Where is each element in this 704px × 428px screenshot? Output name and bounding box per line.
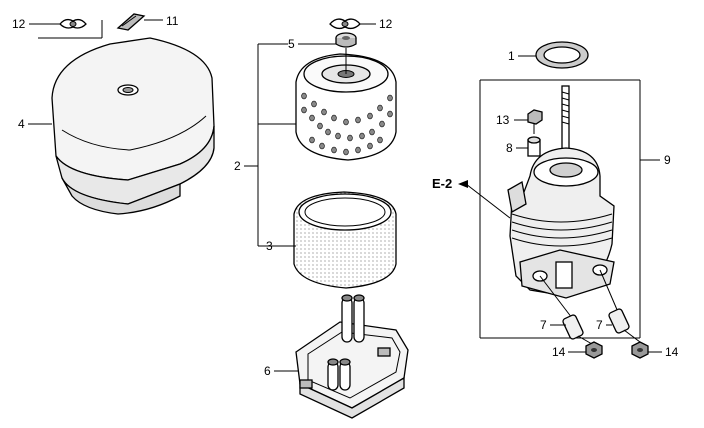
callout-1-label: 1 xyxy=(508,49,515,63)
callout-4-label: 4 xyxy=(18,117,25,131)
ref-e2-arrow: E-2 xyxy=(432,176,511,219)
air-cleaner-cover xyxy=(51,37,215,215)
bracket-9 xyxy=(479,79,641,339)
paper-element xyxy=(295,48,397,161)
air-cleaner-case xyxy=(295,294,409,419)
callout-7-left: 7 xyxy=(540,318,566,332)
callout-12-left: 12 xyxy=(12,17,103,39)
callout-5-label: 5 xyxy=(288,37,295,51)
nut-14-left xyxy=(577,335,603,359)
callout-8: 8 xyxy=(506,141,528,155)
callout-12-left-label: 12 xyxy=(12,17,26,31)
foam-element xyxy=(293,191,397,289)
wing-nut-top xyxy=(329,18,361,30)
grommet-5 xyxy=(335,32,357,48)
wing-nut-small xyxy=(59,18,87,29)
callout-3: 3 xyxy=(266,239,273,253)
callout-5: 5 xyxy=(288,37,340,51)
callout-14-left-label: 14 xyxy=(552,345,566,359)
callout-3-label: 3 xyxy=(266,239,273,253)
bracket-2 xyxy=(257,43,296,247)
collar-7-right xyxy=(599,269,630,334)
callout-8-label: 8 xyxy=(506,141,513,155)
callout-14-right: 14 xyxy=(648,345,679,359)
callout-2-label: 2 xyxy=(234,159,241,173)
callout-12-right: 12 xyxy=(358,17,393,31)
callout-7-left-label: 7 xyxy=(540,318,547,332)
bolt-13 xyxy=(527,109,543,134)
callout-13-label: 13 xyxy=(496,113,510,127)
callout-1: 1 xyxy=(508,49,536,63)
callout-6: 6 xyxy=(264,364,298,378)
callout-9-label: 9 xyxy=(664,153,671,167)
callout-7-right: 7 xyxy=(596,318,612,332)
callout-11: 11 xyxy=(144,14,179,28)
callout-2: 2 xyxy=(234,159,258,173)
callout-12-right-label: 12 xyxy=(379,17,393,31)
callout-14-left: 14 xyxy=(552,345,586,359)
callout-9: 9 xyxy=(640,153,671,167)
callout-7-right-label: 7 xyxy=(596,318,603,332)
callout-6-label: 6 xyxy=(264,364,271,378)
callout-11-label: 11 xyxy=(166,14,179,28)
callout-4: 4 xyxy=(18,117,52,131)
ref-e2-label: E-2 xyxy=(432,176,452,191)
elbow-body xyxy=(507,147,615,299)
gasket-ring xyxy=(535,41,589,69)
collar-7-left xyxy=(539,275,584,340)
gasket-clip-11 xyxy=(116,13,146,31)
callout-13: 13 xyxy=(496,113,528,127)
collar-8 xyxy=(527,136,541,157)
callout-14-right-label: 14 xyxy=(665,345,679,359)
nut-14-right xyxy=(623,329,649,359)
